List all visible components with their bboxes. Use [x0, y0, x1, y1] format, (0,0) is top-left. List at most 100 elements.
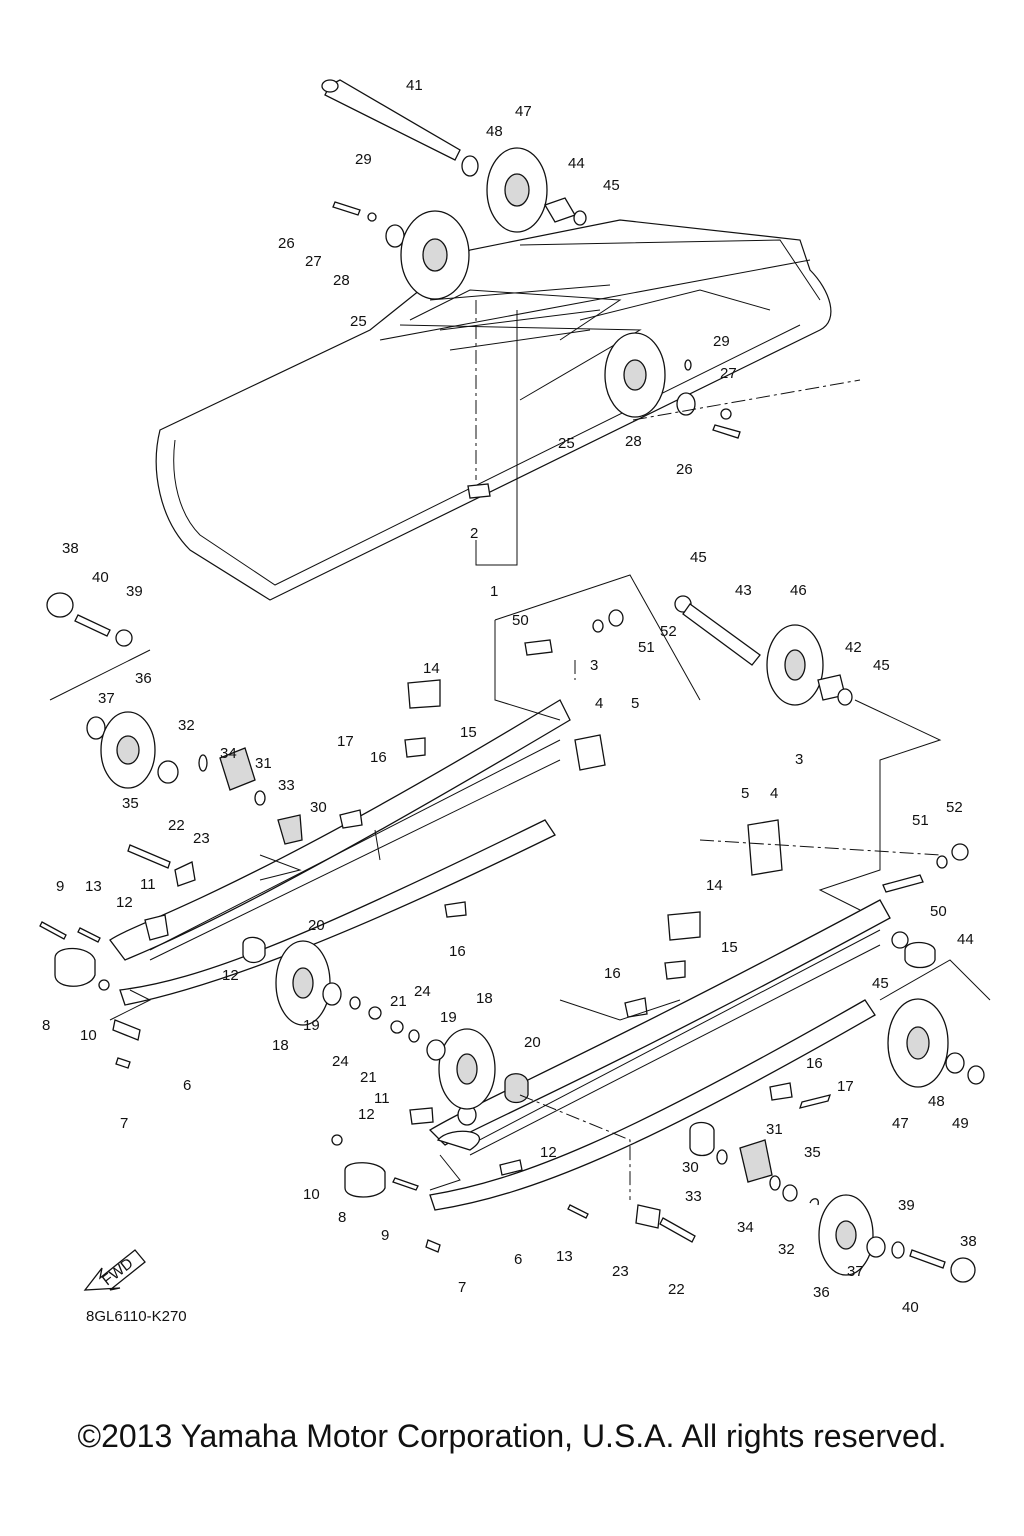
callout-numbers: 41 47 48 29 44 45 26 27 28 25 29 27 25 2… [42, 77, 977, 1316]
callout: 45 [872, 975, 889, 992]
callout: 52 [660, 623, 677, 640]
callout: 25 [558, 435, 575, 452]
callout: 19 [303, 1017, 320, 1034]
callout: 36 [135, 670, 152, 687]
callout: 28 [625, 433, 642, 450]
callout: 38 [62, 540, 79, 557]
callout: 16 [370, 749, 387, 766]
track-belt [155, 219, 832, 601]
callout: 4 [770, 785, 778, 802]
callout: 22 [668, 1281, 685, 1298]
callout: 21 [360, 1069, 377, 1086]
callout: 9 [56, 878, 64, 895]
callout: 23 [612, 1263, 629, 1280]
callout: 51 [912, 812, 929, 829]
callout: 12 [358, 1106, 375, 1123]
callout: 24 [332, 1053, 349, 1070]
callout: 45 [873, 657, 890, 674]
callout: 50 [512, 612, 529, 629]
callout: 5 [741, 785, 749, 802]
callout: 34 [737, 1219, 754, 1236]
callout: 6 [514, 1251, 522, 1268]
callout: 16 [806, 1055, 823, 1072]
callout: 18 [476, 990, 493, 1007]
upper-shaft-assembly [321, 79, 741, 499]
callout: 43 [735, 582, 752, 599]
callout: 12 [540, 1144, 557, 1161]
diagram-code: 8GL6110-K270 [86, 1308, 187, 1325]
right-rail-assembly [331, 595, 985, 1283]
callout: 15 [460, 724, 477, 741]
callout: 44 [568, 155, 585, 172]
callout: 14 [706, 877, 723, 894]
callout: 20 [524, 1034, 541, 1051]
callout: 2 [470, 525, 478, 542]
callout: 47 [515, 103, 532, 120]
callout: 11 [140, 876, 156, 893]
callout: 24 [414, 983, 431, 1000]
callout: 47 [892, 1115, 909, 1132]
callout: 42 [845, 639, 862, 656]
callout: 3 [795, 751, 803, 768]
callout: 15 [721, 939, 738, 956]
callout: 29 [713, 333, 730, 350]
callout: 40 [902, 1299, 919, 1316]
callout: 48 [486, 123, 503, 140]
callout: 7 [458, 1279, 466, 1296]
callout: 13 [85, 878, 102, 895]
callout: 18 [272, 1037, 289, 1054]
callout: 16 [604, 965, 621, 982]
callout: 31 [255, 755, 272, 772]
callout: 38 [960, 1233, 977, 1250]
callout: 32 [778, 1241, 795, 1258]
fwd-arrow-icon: FWD [83, 1249, 146, 1291]
callout: 8 [338, 1209, 346, 1226]
callout: 40 [92, 569, 109, 586]
callout: 27 [305, 253, 322, 270]
callout: 39 [898, 1197, 915, 1214]
callout: 33 [685, 1188, 702, 1205]
callout: 3 [590, 657, 598, 674]
callout: 21 [390, 993, 407, 1010]
callout: 31 [766, 1121, 783, 1138]
callout: 41 [406, 77, 423, 94]
callout: 17 [337, 733, 354, 750]
callout: 37 [98, 690, 115, 707]
callout: 8 [42, 1017, 50, 1034]
callout: 34 [220, 745, 237, 762]
callout: 19 [440, 1009, 457, 1026]
callout: 45 [603, 177, 620, 194]
callout: 52 [946, 799, 963, 816]
callout: 1 [490, 583, 498, 600]
callout: 10 [80, 1027, 97, 1044]
callout: 29 [355, 151, 372, 168]
callout: 11 [374, 1090, 390, 1107]
callout: 4 [595, 695, 603, 712]
left-rail-assembly [39, 592, 571, 1069]
callout: 33 [278, 777, 295, 794]
leader-lines [49, 300, 991, 1200]
callout: 45 [690, 549, 707, 566]
callout: 37 [847, 1263, 864, 1280]
callout: 6 [183, 1077, 191, 1094]
callout: 32 [178, 717, 195, 734]
callout: 7 [120, 1115, 128, 1132]
callout: 48 [928, 1093, 945, 1110]
callout: 16 [449, 943, 466, 960]
callout: 26 [676, 461, 693, 478]
callout: 35 [804, 1144, 821, 1161]
callout: 51 [638, 639, 655, 656]
callout: 22 [168, 817, 185, 834]
callout: 44 [957, 931, 974, 948]
callout: 25 [350, 313, 367, 330]
callout: 28 [333, 272, 350, 289]
callout: 39 [126, 583, 143, 600]
callout: 49 [952, 1115, 969, 1132]
callout: 12 [116, 894, 133, 911]
callout: 46 [790, 582, 807, 599]
callout: 27 [720, 365, 737, 382]
callout: 50 [930, 903, 947, 920]
callout: 10 [303, 1186, 320, 1203]
callout: 17 [837, 1078, 854, 1095]
